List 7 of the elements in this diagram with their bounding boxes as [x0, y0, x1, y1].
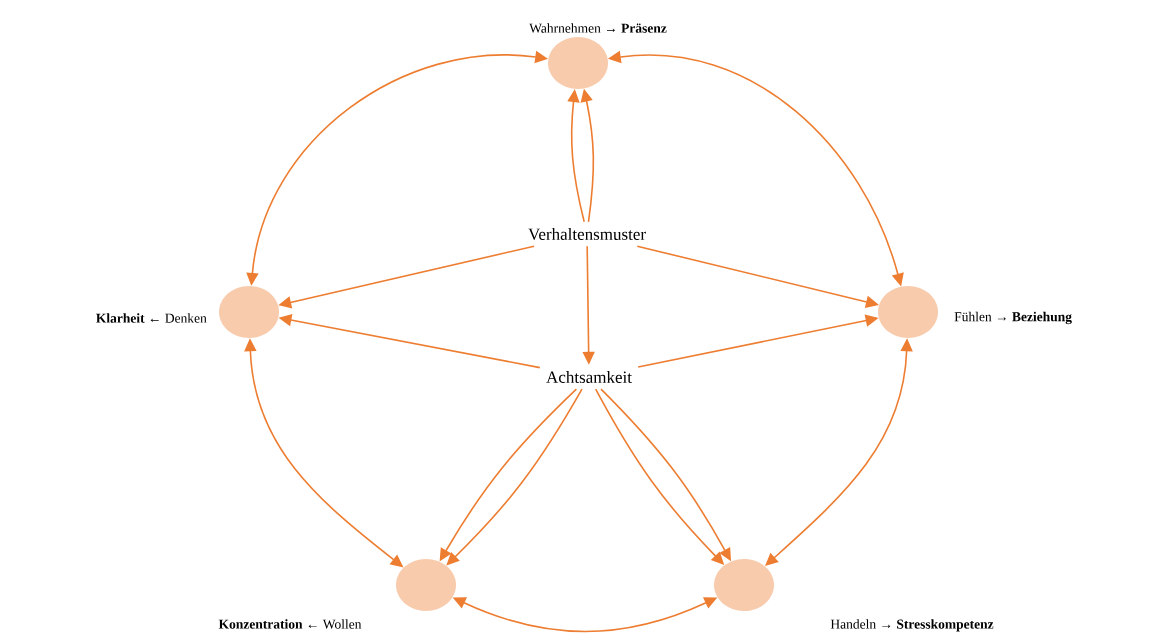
node-label: Fühlen → Beziehung	[954, 311, 1072, 325]
center-label: Achtsamkeit	[546, 371, 632, 383]
center-label: Verhaltensmuster	[528, 227, 646, 240]
node-label: Handeln → Stresskompetenz	[830, 619, 994, 632]
node-label: Klarheit ← Denken	[96, 313, 207, 323]
node-label: Konzentration ← Wollen	[218, 619, 362, 629]
node-label: Wahrnehmen → Präsenz	[529, 23, 667, 33]
